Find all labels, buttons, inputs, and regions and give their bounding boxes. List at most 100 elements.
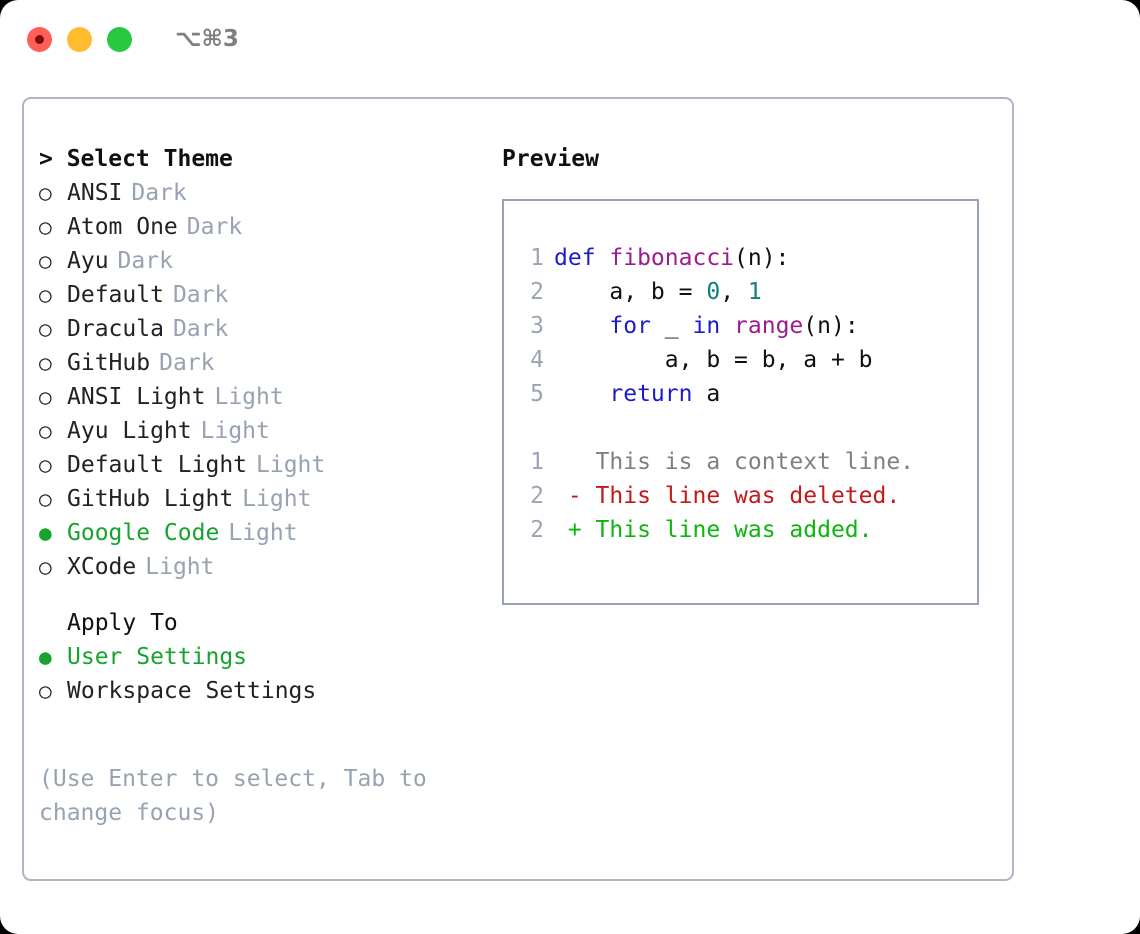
theme-variant-tag: Dark — [117, 248, 173, 274]
theme-option-default-light[interactable]: ○ Default Light Light — [39, 448, 499, 482]
keyboard-hint-text: (Use Enter to select, Tab to change focu… — [39, 766, 441, 826]
code-token-kw: for — [609, 313, 651, 339]
radio-selected-icon: ● — [39, 521, 52, 545]
theme-option-label: Default Light — [67, 452, 248, 478]
diff-sample: 1 This is a context line.2 - This line w… — [520, 445, 977, 547]
theme-option-label: Ayu Light — [67, 418, 192, 444]
code-line: 4 a, b = b, a + b — [520, 343, 977, 377]
select-theme-heading: > Select Theme — [39, 146, 233, 172]
apply-to-option-list[interactable]: ● User Settings ○ Workspace Settings — [39, 640, 499, 708]
theme-option-ansi[interactable]: ○ ANSI Dark — [39, 176, 499, 210]
theme-variant-tag: Dark — [172, 282, 229, 308]
code-token-plain: _ — [650, 313, 693, 339]
radio-unselected-icon: ○ — [39, 385, 52, 409]
diff-line-text-ctx: This is a context line. — [554, 449, 915, 475]
code-token-plain: , — [720, 279, 748, 305]
code-token-plain — [554, 313, 609, 339]
apply-to-option-workspace-settings[interactable]: ○ Workspace Settings — [39, 674, 499, 708]
line-number: 4 — [530, 347, 544, 373]
theme-option-label: Default — [67, 282, 164, 308]
radio-unselected-icon: ○ — [39, 215, 52, 239]
code-token-plain: (n): — [734, 245, 790, 271]
code-line-text: a, b = b, a + b — [554, 343, 873, 377]
theme-option-label: XCode — [67, 554, 137, 580]
code-line: 5 return a — [520, 377, 977, 411]
keyboard-shortcut-label: ⌥⌘3 — [175, 26, 239, 52]
theme-option-label: Ayu — [67, 248, 109, 274]
theme-variant-tag: Dark — [172, 316, 229, 342]
theme-option-label: Dracula — [67, 316, 164, 342]
code-line: 2 a, b = 0, 1 — [520, 275, 977, 309]
theme-option-label: ANSI — [67, 180, 123, 206]
apply-to-option-label: Workspace Settings — [67, 678, 317, 704]
line-number: 2 — [530, 517, 544, 543]
theme-variant-tag: Light — [200, 418, 270, 444]
code-token-plain: a, b = — [554, 279, 707, 305]
theme-variant-tag: Dark — [131, 180, 187, 206]
maximize-window-button[interactable] — [107, 26, 132, 52]
radio-unselected-icon: ○ — [39, 249, 52, 273]
code-line-text: return a — [554, 377, 720, 411]
line-number: 5 — [530, 381, 544, 407]
radio-unselected-icon: ○ — [39, 283, 52, 307]
theme-variant-tag: Light — [256, 452, 326, 478]
preview-heading: Preview — [502, 146, 599, 172]
code-token-kw: in — [692, 313, 721, 339]
theme-option-label: ANSI Light — [67, 384, 206, 410]
code-line-text: a, b = 0, 1 — [554, 275, 762, 309]
code-token-plain — [720, 313, 734, 339]
radio-selected-icon: ● — [39, 645, 52, 669]
apply-to-option-user-settings[interactable]: ● User Settings — [39, 640, 499, 674]
code-token-num: 0 — [706, 279, 721, 305]
theme-option-google-code[interactable]: ● Google Code Light — [39, 516, 499, 550]
code-line-text: for _ in range(n): — [554, 309, 859, 343]
line-number: 2 — [530, 279, 544, 305]
code-line-text: def fibonacci(n): — [554, 241, 789, 275]
radio-unselected-icon: ○ — [39, 487, 52, 511]
preview-spacer — [520, 411, 977, 445]
code-token-plain: a, b = b, a + b — [554, 347, 873, 373]
diff-line: 2 - This line was deleted. — [520, 479, 977, 513]
theme-option-label: GitHub — [67, 350, 151, 376]
code-token-fn: range — [734, 313, 804, 339]
code-line: 3 for _ in range(n): — [520, 309, 977, 343]
theme-variant-tag: Light — [228, 520, 298, 546]
theme-option-label: Google Code — [67, 520, 220, 546]
code-token-plain: a — [692, 381, 721, 407]
apply-to-option-label: User Settings — [67, 644, 248, 670]
radio-unselected-icon: ○ — [39, 679, 52, 703]
close-window-button[interactable] — [27, 26, 52, 52]
diff-line: 1 This is a context line. — [520, 445, 977, 479]
diff-line: 2 + This line was added. — [520, 513, 977, 547]
radio-unselected-icon: ○ — [39, 351, 52, 375]
radio-unselected-icon: ○ — [39, 181, 52, 205]
theme-option-ayu[interactable]: ○ Ayu Dark — [39, 244, 499, 278]
code-line: 1 def fibonacci(n): — [520, 241, 977, 275]
theme-option-default[interactable]: ○ Default Dark — [39, 278, 499, 312]
diff-line-text-add: + This line was added. — [554, 517, 873, 543]
line-number: 1 — [530, 245, 544, 271]
code-token-plain: (n): — [803, 313, 859, 339]
title-bar: ⌥⌘3 — [0, 0, 1140, 78]
line-number: 2 — [530, 483, 544, 509]
minimize-window-button[interactable] — [67, 26, 92, 52]
theme-option-label: Atom One — [67, 214, 178, 240]
radio-unselected-icon: ○ — [39, 453, 52, 477]
code-token-num: 1 — [747, 279, 762, 305]
line-number: 1 — [530, 449, 544, 475]
diff-line-text-del: - This line was deleted. — [554, 483, 901, 509]
theme-variant-tag: Light — [242, 486, 312, 512]
